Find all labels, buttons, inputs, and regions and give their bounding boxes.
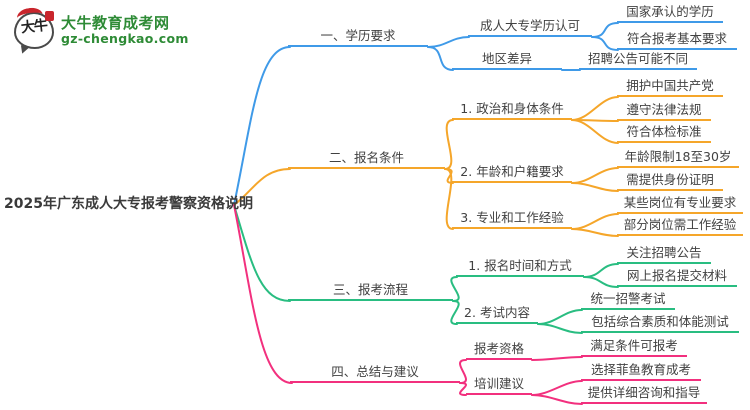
leaf-unified-police-exam: 统一招警考试 [581,290,675,310]
logo-url: gz-chengkao.com [61,30,189,46]
node-political-physical-conditions: 1. 政治和身体条件 [452,100,572,120]
site-logo: 大牛 大牛教育成考网 gz-chengkao.com [14,6,189,55]
leaf-online-submit-materials: 网上报名提交材料 [617,267,737,287]
leaf-provide-id-proof: 需提供身份证明 [617,171,723,191]
leaf-comprehensive-fitness-test: 包括综合素质和体能测试 [581,313,739,333]
leaf-meets-basic-requirements: 符合报考基本要求 [617,30,737,50]
branch-summary-suggestions: 四、总结与建议 [290,363,460,383]
leaf-obey-laws: 遵守法律法规 [617,101,711,121]
node-exam-content: 2. 考试内容 [456,304,538,324]
node-adult-college-diploma-recognized: 成人大专学历认可 [468,17,592,37]
leaf-meet-physical-exam: 符合体检标准 [617,123,711,143]
node-regional-differences: 地区差异 [452,50,562,70]
leaf-detailed-consultation: 提供详细咨询和指导 [581,384,707,404]
leaf-some-posts-major: 某些岗位有专业要求 [617,194,743,214]
leaf-eligible-if-qualified: 满足条件可报考 [581,337,687,357]
leaf-choose-feiyu-education: 选择菲鱼教育成考 [581,361,701,381]
dainiu-mascot-icon: 大牛 [14,6,54,55]
root-topic: 2025年广东成人大专报考警察资格说明 [4,196,253,212]
node-age-household-requirements: 2. 年龄和户籍要求 [452,163,572,183]
leaf-recruitment-notice-differs: 招聘公告可能不同 [579,50,697,70]
leaf-follow-recruitment-notices: 关注招聘公告 [617,244,711,264]
branch-education-requirements: 一、学历要求 [288,27,428,47]
node-application-qualification: 报考资格 [466,340,532,360]
node-registration-time-method: 1. 报名时间和方式 [456,257,584,277]
logo-icon-text: 大牛 [20,17,48,37]
node-major-work-experience: 3. 专业和工作经验 [452,209,572,229]
leaf-age-limit-18-30: 年龄限制18至30岁 [617,148,739,168]
branch-registration-conditions: 二、报名条件 [288,149,445,169]
node-training-suggestion: 培训建议 [466,375,532,395]
branch-application-process: 三、报考流程 [288,281,453,301]
leaf-support-cpc: 拥护中国共产党 [617,77,723,97]
leaf-state-recognized-diploma: 国家承认的学历 [617,3,723,23]
logo-title: 大牛教育成考网 [61,13,170,32]
leaf-some-posts-experience: 部分岗位需工作经验 [617,216,743,236]
red-seal-icon [45,11,54,21]
speech-bubble-tail [19,45,30,55]
